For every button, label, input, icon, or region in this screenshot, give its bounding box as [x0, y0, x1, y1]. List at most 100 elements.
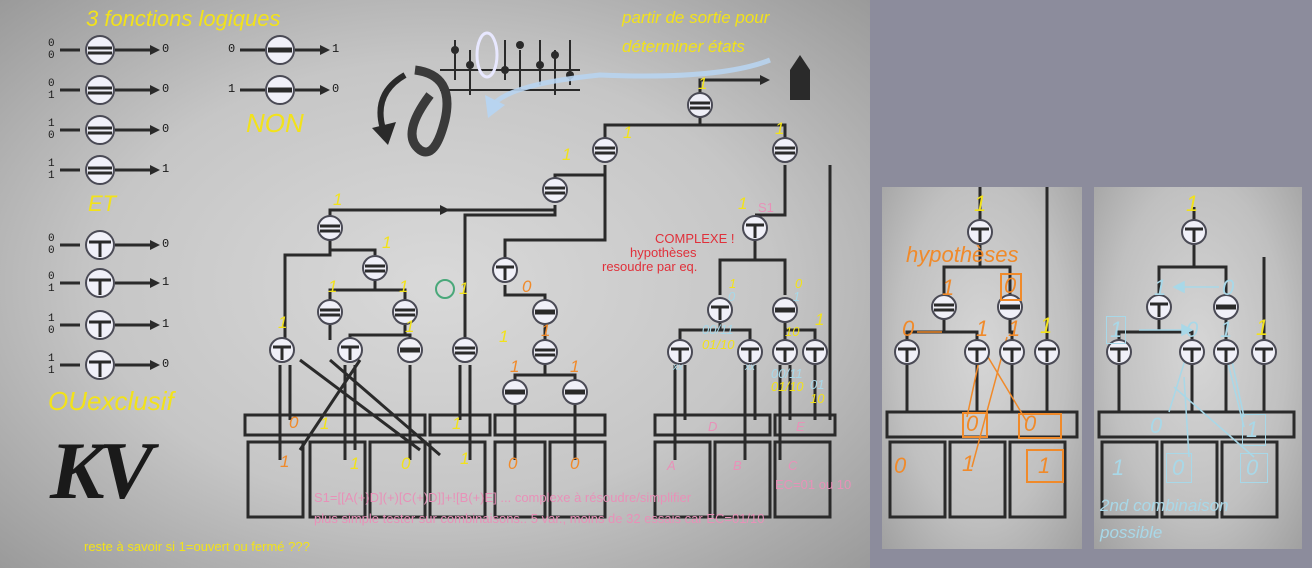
- not-truth-in-1: 1: [228, 82, 236, 96]
- box-val-8: 0: [508, 454, 518, 473]
- caption-1: 2nd combinaison: [1100, 496, 1229, 515]
- r-v6: 1: [1220, 317, 1233, 342]
- xor-truth-out-3: 0: [162, 357, 170, 371]
- left-g4-and-gate: [317, 215, 343, 241]
- left-g25-and-gate: [85, 75, 115, 105]
- right-g2-not-gate: [1213, 294, 1239, 320]
- s1-label: S1: [758, 200, 774, 215]
- and-truth-in1-0: 0: [48, 38, 55, 50]
- left-g6-and-gate: [317, 299, 343, 325]
- note-top-2: déterminer états: [622, 37, 745, 56]
- hyp-v9: 0: [1024, 411, 1037, 436]
- ec-note: EC=01 ou 10: [775, 477, 852, 492]
- xor-truth-in2-2: 0: [48, 325, 55, 337]
- and-label: ET: [88, 191, 117, 216]
- small-val-1: 0: [728, 289, 736, 304]
- xor-truth-in2-0: 0: [48, 245, 55, 257]
- left-g14-xor-gate: [707, 297, 733, 323]
- circuit-drawing: [60, 31, 837, 519]
- xor-truth-in1-1: 0: [48, 271, 55, 283]
- left-g27-and-gate: [85, 155, 115, 185]
- left-g22-xor-gate: [772, 339, 798, 365]
- left-g29-not-gate: [265, 75, 295, 105]
- val-g-far: 1: [775, 119, 785, 138]
- left-g8-xor-gate: [492, 257, 518, 283]
- left-g17-xor-gate: [337, 337, 363, 363]
- val-g-i: 1: [541, 321, 551, 340]
- xor-label: OUexclusif: [48, 386, 174, 416]
- hyp-v8: 0: [966, 411, 979, 436]
- r-v8: 0: [1150, 413, 1163, 438]
- xor-truth-in1-0: 0: [48, 233, 55, 245]
- and-truth-in2-0: 0: [48, 50, 55, 62]
- left-g20-xor-gate: [667, 339, 693, 365]
- not-truth-in-0: 0: [228, 42, 236, 56]
- left-g7-and-gate: [392, 299, 418, 325]
- small-val-5: 10: [810, 391, 825, 406]
- left-g21-xor-gate: [737, 339, 763, 365]
- val-g-right: 1: [623, 123, 633, 142]
- val-r2: 0: [795, 276, 803, 291]
- equation-2: plus simple tester sur combinaisons.. 5 …: [314, 511, 765, 526]
- val-g-b: 1: [382, 233, 392, 252]
- hypotheses-panel: hypothèses 1 1 0 0 1 1 1 0 0 0 1 1: [882, 187, 1082, 549]
- and-truth-out-1: 0: [162, 82, 170, 96]
- right-g3-xor-gate: [1106, 339, 1132, 365]
- left-g13-xor-gate: [742, 215, 768, 241]
- mid-g4-xor-gate: [964, 339, 990, 365]
- r-v5: 0: [1186, 317, 1199, 342]
- hyp-box-2: [962, 412, 988, 438]
- left-g30-xor-gate: [85, 230, 115, 260]
- gates-layer: [85, 35, 828, 405]
- and-truth-out-3: 1: [162, 162, 170, 176]
- small-val-3: 10: [785, 324, 800, 339]
- hyp-box-1: [1000, 273, 1022, 301]
- left-g32-xor-gate: [85, 310, 115, 340]
- r-box-3: [1166, 453, 1192, 483]
- and-truth-in2-2: 0: [48, 130, 55, 142]
- box-val-1: 0: [289, 413, 299, 432]
- left-g33-xor-gate: [85, 350, 115, 380]
- and-truth-in1-2: 1: [48, 118, 55, 130]
- left-g10-and-gate: [532, 339, 558, 365]
- caption-2: possible: [1100, 523, 1163, 542]
- r-v9: 1: [1246, 417, 1259, 442]
- mid-g2-not-gate: [997, 294, 1023, 320]
- question-note: reste à savoir si 1=ouvert ou fermé ???: [84, 539, 310, 554]
- and-truth-in2-1: 1: [48, 90, 55, 102]
- box-val-3: 1: [452, 414, 462, 433]
- box-val-9: 0: [570, 454, 580, 473]
- hyp-v12: 1: [1038, 453, 1051, 478]
- r-v2: 1: [1154, 275, 1167, 300]
- hyp-v2: 1: [942, 275, 955, 300]
- val-g-l: 1: [405, 317, 415, 336]
- and-truth-in1-3: 1: [48, 158, 55, 170]
- left-g28-not-gate: [265, 35, 295, 65]
- r-v3: 0: [1222, 275, 1235, 300]
- right-g1-xor-gate: [1146, 294, 1172, 320]
- left-g18-not-gate: [397, 337, 423, 363]
- val-g-k: 1: [570, 357, 580, 376]
- letter-c: C: [788, 458, 798, 473]
- r-v12: 0: [1246, 455, 1259, 480]
- hyp-v1: 1: [974, 191, 987, 216]
- left-g15-not-gate: [772, 297, 798, 323]
- mid-g5-xor-gate: [999, 339, 1025, 365]
- mid-g1-and-gate: [931, 294, 957, 320]
- xor-truth-out-1: 1: [162, 275, 170, 289]
- left-g16-xor-gate: [269, 337, 295, 363]
- r-v10: 1: [1112, 455, 1125, 480]
- xor-truth-in2-1: 1: [48, 283, 55, 295]
- left-g9-not-gate: [532, 299, 558, 325]
- mid-g6-xor-gate: [1034, 339, 1060, 365]
- equation: S1=[[A(+)D](+)[C(+)D]]+![B(+)E] ... comp…: [314, 490, 692, 505]
- val-g-j: 1: [510, 357, 520, 376]
- val-g-s1: 1: [738, 194, 748, 213]
- xor-truth-out-2: 1: [162, 317, 170, 331]
- right-g5-xor-gate: [1213, 339, 1239, 365]
- and-truth-in2-3: 1: [48, 170, 55, 182]
- left-g23-xor-gate: [802, 339, 828, 365]
- hyp-v4: 0: [902, 316, 915, 341]
- r-box-1: [1106, 316, 1126, 344]
- complex-line-1: COMPLEXE !: [655, 231, 735, 246]
